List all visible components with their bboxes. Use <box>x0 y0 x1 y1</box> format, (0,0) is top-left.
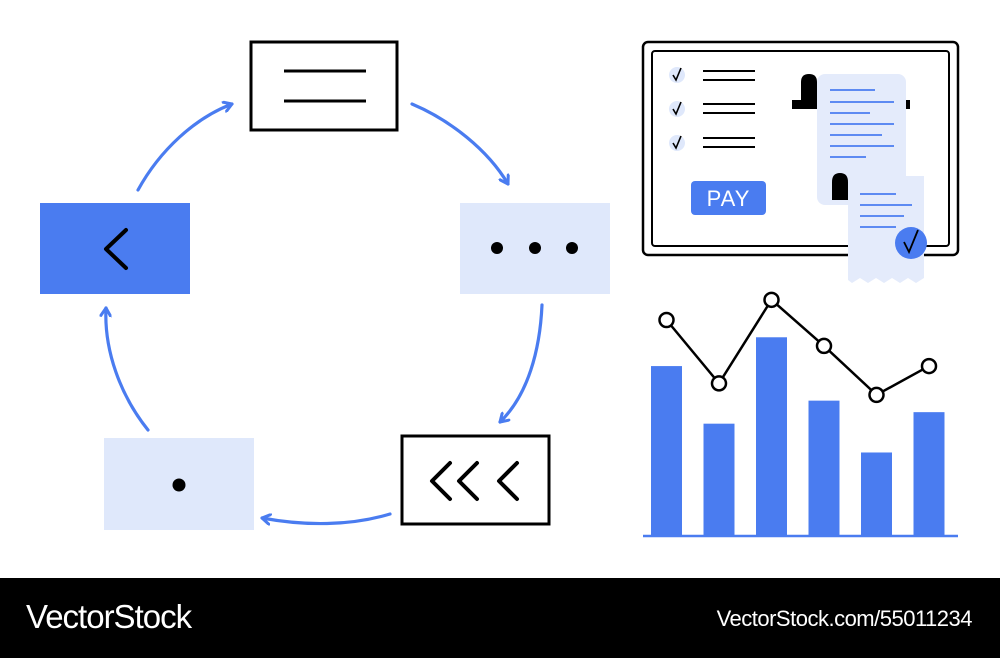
payment-screen: PAY <box>641 40 960 283</box>
receipt-short <box>832 173 927 283</box>
more-dots-icon <box>491 242 578 254</box>
check-icon <box>672 101 682 116</box>
footer-bar: VectorStock VectorStock.com/55011234 <box>0 578 1000 658</box>
receipt-lines <box>830 89 894 158</box>
bar-line-chart <box>643 291 958 538</box>
checklist-item <box>669 101 755 117</box>
trend-point <box>868 386 885 404</box>
receipt-long <box>792 74 910 205</box>
brand-logo: VectorStock <box>26 598 192 635</box>
dot-icon <box>172 478 186 492</box>
image-id-url: VectorStock.com/55011234 <box>716 606 973 631</box>
check-icon <box>903 229 919 255</box>
process-cycle <box>40 40 610 530</box>
approved-badge <box>895 227 927 259</box>
receipt-lines <box>860 193 912 228</box>
chart-bar <box>756 337 787 536</box>
cycle-arrow <box>260 512 392 524</box>
checklist <box>669 67 755 151</box>
cycle-node-right <box>460 203 610 294</box>
trend-point <box>763 291 780 309</box>
check-icon <box>672 67 682 82</box>
cycle-arrow <box>410 102 508 186</box>
checklist-item <box>669 135 755 151</box>
pay-button-label: PAY <box>707 186 751 211</box>
menu-lines-icon <box>284 69 366 103</box>
chevron-left-icon <box>104 228 128 270</box>
trend-line <box>665 297 930 397</box>
checklist-item <box>669 67 755 83</box>
cycle-arrow <box>106 306 150 432</box>
chart-bar <box>808 400 840 536</box>
cycle-node-left <box>40 203 190 294</box>
trend-point <box>815 337 833 355</box>
chart-bar <box>651 366 682 536</box>
chart-bar <box>913 412 945 536</box>
chart-bars <box>651 337 945 536</box>
trend-point <box>710 375 728 392</box>
cycle-node-bottom-left <box>104 438 254 530</box>
cycle-arrow <box>136 104 234 192</box>
trend-point <box>658 311 675 329</box>
cycle-node-top <box>249 40 399 132</box>
check-icon <box>672 135 682 150</box>
cycle-arrow <box>498 303 544 424</box>
chart-trend-line <box>658 291 938 404</box>
cycle-node-bottom-right <box>400 434 551 526</box>
trend-point <box>920 357 938 375</box>
chart-bar <box>703 423 735 536</box>
illustration: PAY <box>40 40 960 538</box>
pay-button[interactable]: PAY <box>691 181 766 215</box>
chart-bar <box>861 452 892 536</box>
triple-chevron-left-icon <box>430 461 519 501</box>
